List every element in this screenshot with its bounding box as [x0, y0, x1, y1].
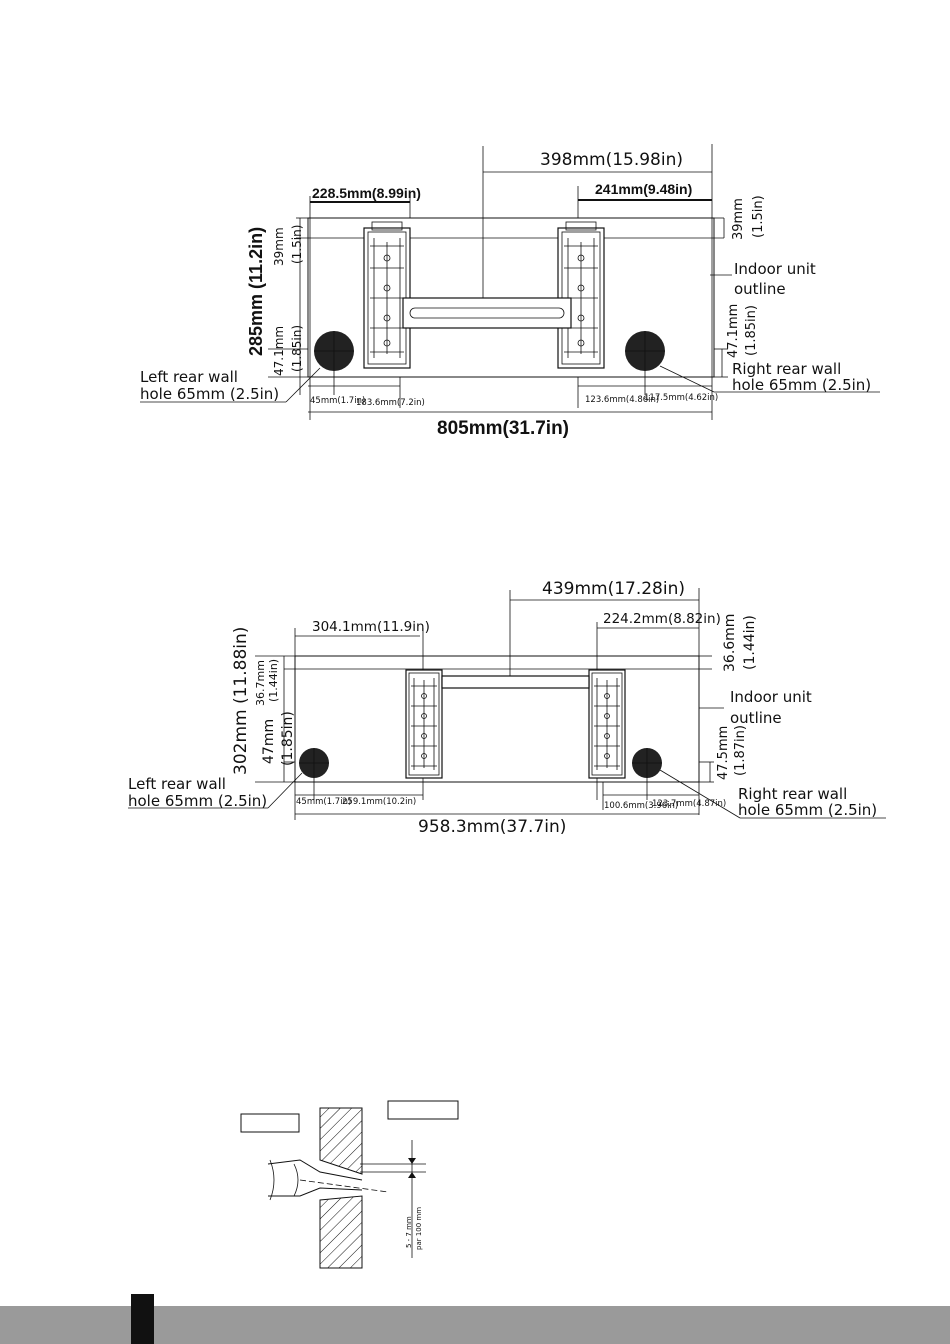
d1-right-hole-height: 47.1mm [726, 304, 741, 358]
d2-right-top-offset: 36.6mm [722, 614, 738, 672]
d2-left-bracket [405, 669, 443, 779]
d1-right-hole-height-in: (1.85in) [744, 305, 759, 356]
d2-left-hole-height: 47mm [261, 719, 277, 764]
d1-left-hole-label-2: hole 65mm (2.5in) [140, 385, 279, 403]
d2-bottom-left-1: 45mm(1.7in) [296, 797, 351, 807]
d1-connector-bar [402, 297, 572, 329]
d2-left-top-offset: 36.7mm [254, 660, 267, 706]
d1-indoor-label-2: outline [734, 280, 786, 298]
d2-left-hole-height-in: (1.85in) [280, 711, 296, 766]
d2-right-bracket-dim: 224.2mm(8.82in) [603, 611, 721, 627]
d1-width-dim: 805mm(31.7in) [437, 418, 569, 439]
d1-left-hole-height: 47.1mm [272, 326, 286, 376]
d1-indoor-label-1: Indoor unit [734, 260, 816, 278]
d1-left-hole-label-1: Left rear wall [140, 368, 238, 386]
d2-bottom-right-1: 100.6mm(3.96in) [604, 801, 678, 811]
d2-right-hole-height-in: (1.87in) [733, 725, 748, 776]
d1-left-top-offset-in: (1.5in) [290, 225, 304, 264]
d2-left-top-offset-in: (1.44in) [267, 659, 280, 702]
d1-left-top-offset: 39mm [272, 227, 286, 266]
d2-right-hole-label-1: Right rear wall [738, 785, 847, 803]
d2-indoor-label-1: Indoor unit [730, 688, 812, 706]
d2-indoor-label-2: outline [730, 709, 782, 727]
slope-label-1: 5 - 7 mm [405, 1216, 413, 1248]
d2-left-hole-label-1: Left rear wall [128, 775, 226, 793]
d1-left-bracket [363, 221, 411, 369]
d1-left-bracket-dim: 228.5mm(8.99in) [312, 185, 421, 201]
slope-label-2: par 100 mm [415, 1207, 423, 1250]
d2-bottom-right-2: 123.7mm(4.87in) [652, 799, 726, 809]
d2-right-bracket [588, 669, 626, 779]
d2-left-hole-label-2: hole 65mm (2.5in) [128, 792, 267, 810]
d2-right-hole-label-2: hole 65mm (2.5in) [738, 801, 877, 819]
footer-bar [0, 1306, 950, 1344]
d1-height-dim: 285mm (11.2in) [246, 227, 266, 356]
d2-left-bracket-dim: 304.1mm(11.9in) [312, 619, 430, 635]
diagram-3-wall-hole: 5 - 7 mm par 100 mm [240, 1100, 459, 1269]
d1-left-hole-height-in: (1.85in) [290, 325, 304, 372]
d1-top-dim: 398mm(15.98in) [540, 150, 683, 170]
d1-right-hole-label-1: Right rear wall [732, 360, 841, 378]
d2-connector-bar [441, 675, 590, 689]
d1-right-top-offset: 39mm [731, 198, 746, 240]
indoor-unit-outline [307, 217, 715, 378]
d1-right-top-offset-in: (1.5in) [751, 195, 766, 238]
d1-right-bracket [557, 221, 605, 369]
empty-label-box-left [240, 1113, 300, 1133]
d1-bottom-right-1: 123.6mm(4.86in) [585, 395, 659, 405]
wall-section-upper [319, 1107, 363, 1175]
d1-right-hole-label-2: hole 65mm (2.5in) [732, 376, 871, 394]
d2-height-dim: 302mm (11.88in) [231, 627, 251, 775]
d2-right-hole-height: 47.5mm [716, 726, 731, 780]
diagram-1: 398mm(15.98in) 228.5mm(8.99in) 241mm(9.4… [140, 144, 880, 439]
wall-section-lower [319, 1195, 363, 1269]
d2-top-dim: 439mm(17.28in) [542, 579, 685, 599]
d1-right-bracket-dim: 241mm(9.48in) [595, 181, 692, 197]
d2-right-top-offset-in: (1.44in) [742, 615, 758, 670]
pipe [267, 1159, 363, 1197]
d2-bottom-left-2: 259.1mm(10.2in) [342, 797, 416, 807]
d2-width-dim: 958.3mm(37.7in) [418, 817, 566, 837]
d1-bottom-left-2: 183.6mm(7.2in) [356, 398, 425, 408]
d1-bottom-left-1: 45mm(1.7in) [310, 396, 365, 406]
diagram-2: 439mm(17.28in) 304.1mm(11.9in) 224.2mm(8… [128, 579, 886, 837]
d1-bottom-right-2: 117.5mm(4.62in) [644, 393, 718, 403]
footer-tab [131, 1294, 154, 1344]
empty-label-box-right [387, 1100, 459, 1120]
